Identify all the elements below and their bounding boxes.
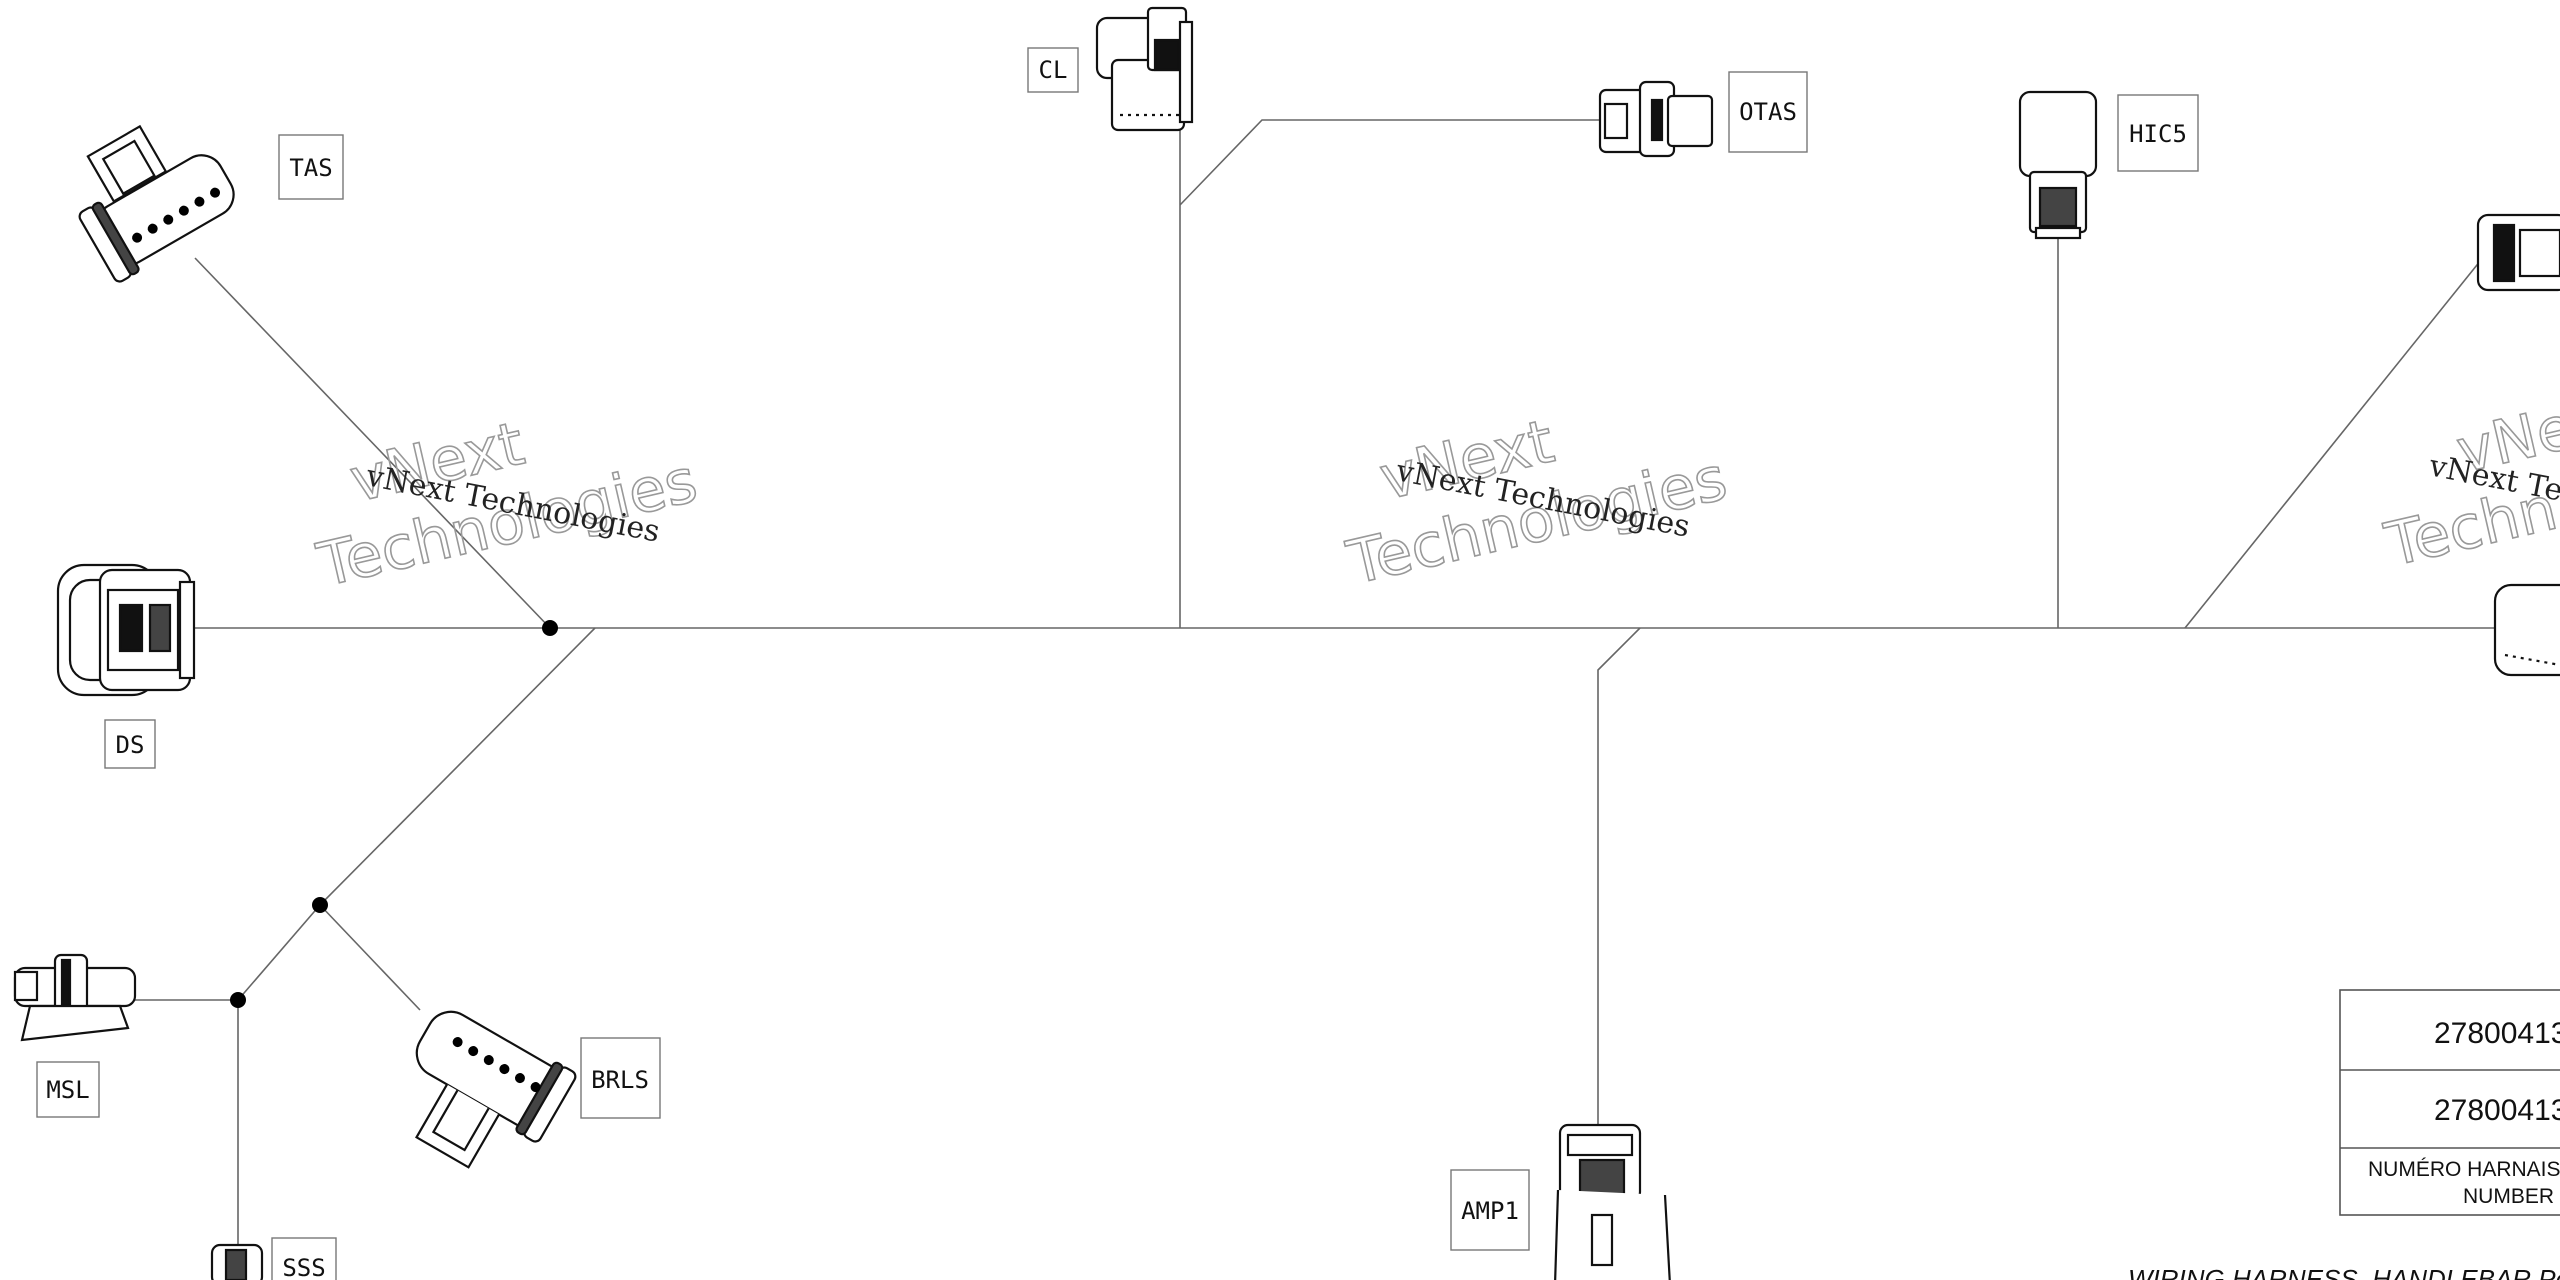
label-box-tas [278,134,344,200]
wire-to-msl-junction [237,904,321,1001]
table-frame [2339,989,2560,1216]
connector-rear [1666,94,1714,148]
wire-to-right-connector [2184,254,2486,629]
connector-label-sss: SSS [282,1254,325,1280]
connector-tas [78,124,235,283]
connector-face [1566,1133,1634,1157]
harness-wires [130,119,2500,1250]
connector-face [2518,228,2560,278]
connector-pin [483,1055,494,1066]
connector-latch [2492,223,2516,283]
connector-label-amp1: AMP1 [1461,1197,1519,1225]
connector-face [2034,226,2082,240]
wire-to-tas [194,257,551,629]
connector-pin [530,1082,541,1093]
connector-ds [56,563,196,697]
label-box-sss [271,1237,337,1280]
table-footer-line-2: NUMBER [2463,1185,2554,1208]
wire-to-brls [319,904,421,1011]
connector-label-otas: OTAS [1739,98,1797,126]
connector-pin [132,232,143,243]
table-footer-line-1: NUMÉRO HARNAIS / H [2368,1158,2560,1181]
connector-label-tas: TAS [289,154,332,182]
connector-latch [1590,1213,1614,1267]
label-box-brls [580,1037,661,1119]
part-number-row-1: 27800413 [2434,1017,2560,1050]
connector-seal [515,1061,564,1136]
connector-face [1603,102,1629,140]
connector-side [1178,20,1194,124]
connector-latch [118,603,144,653]
wire-to-amp1 [1597,627,1641,1140]
connector-pin [178,205,189,216]
connector-face [13,970,39,1002]
label-box-amp1 [1450,1169,1530,1251]
connector-latch [2038,186,2078,228]
connector-label-ds: DS [116,731,145,759]
drawing-title: WIRING HARNESS, HANDLEBAR Po [2128,1264,2560,1280]
connector-label-msl: MSL [46,1076,89,1104]
connector-label-hic5: HIC5 [2129,120,2187,148]
connector-label-brls: BRLS [591,1066,649,1094]
connector-pin [499,1064,510,1075]
connector-body [2018,90,2098,178]
connector-seal [91,201,140,276]
connector-latch [148,603,172,653]
label-box-otas [1728,71,1808,153]
connector-latch [101,139,156,196]
connector-amp1 [1554,1123,1671,1280]
connector-pin [194,196,205,207]
connector-pin [468,1046,479,1057]
connector-pin [147,223,158,234]
connector-label-cl: CL [1039,56,1068,84]
connector-bracket [20,1004,130,1042]
connector-pin [163,214,174,225]
wire-to-otas [1179,119,1600,206]
label-box-hic5 [2117,94,2199,172]
connector-latch [224,1248,248,1280]
connector-right-upper [2476,213,2560,292]
connector-body [2493,583,2560,677]
part-number-row-2: 27800413 [2434,1094,2560,1127]
label-box-msl [36,1061,100,1118]
connector-pin [452,1037,463,1048]
connector-latch [431,1089,490,1152]
connector-latch [1153,38,1181,72]
connector-pin-row [2504,653,2560,667]
splice-dot [542,620,558,636]
part-number-table: 27800413 27800413 NUMÉRO HARNAIS / H NUM… [2339,989,2560,1216]
splice-dot [312,897,328,913]
wire-to-lower-branch [319,627,596,906]
splice-points [230,620,558,1008]
connector-otas [1598,80,1714,158]
connector-sss [210,1243,264,1280]
connector-pin [210,187,221,198]
label-box-cl [1027,47,1079,93]
connector-rear [178,580,196,680]
connector-pin [514,1073,525,1084]
splice-dot [230,992,246,1008]
connector-brls [415,1010,577,1169]
connector-hic5 [2018,90,2098,240]
connector-cl [1095,6,1194,132]
connector-latch [1650,98,1664,142]
connector-right-lower [2493,583,2560,677]
label-box-ds [104,719,156,769]
connector-msl [13,953,137,1042]
